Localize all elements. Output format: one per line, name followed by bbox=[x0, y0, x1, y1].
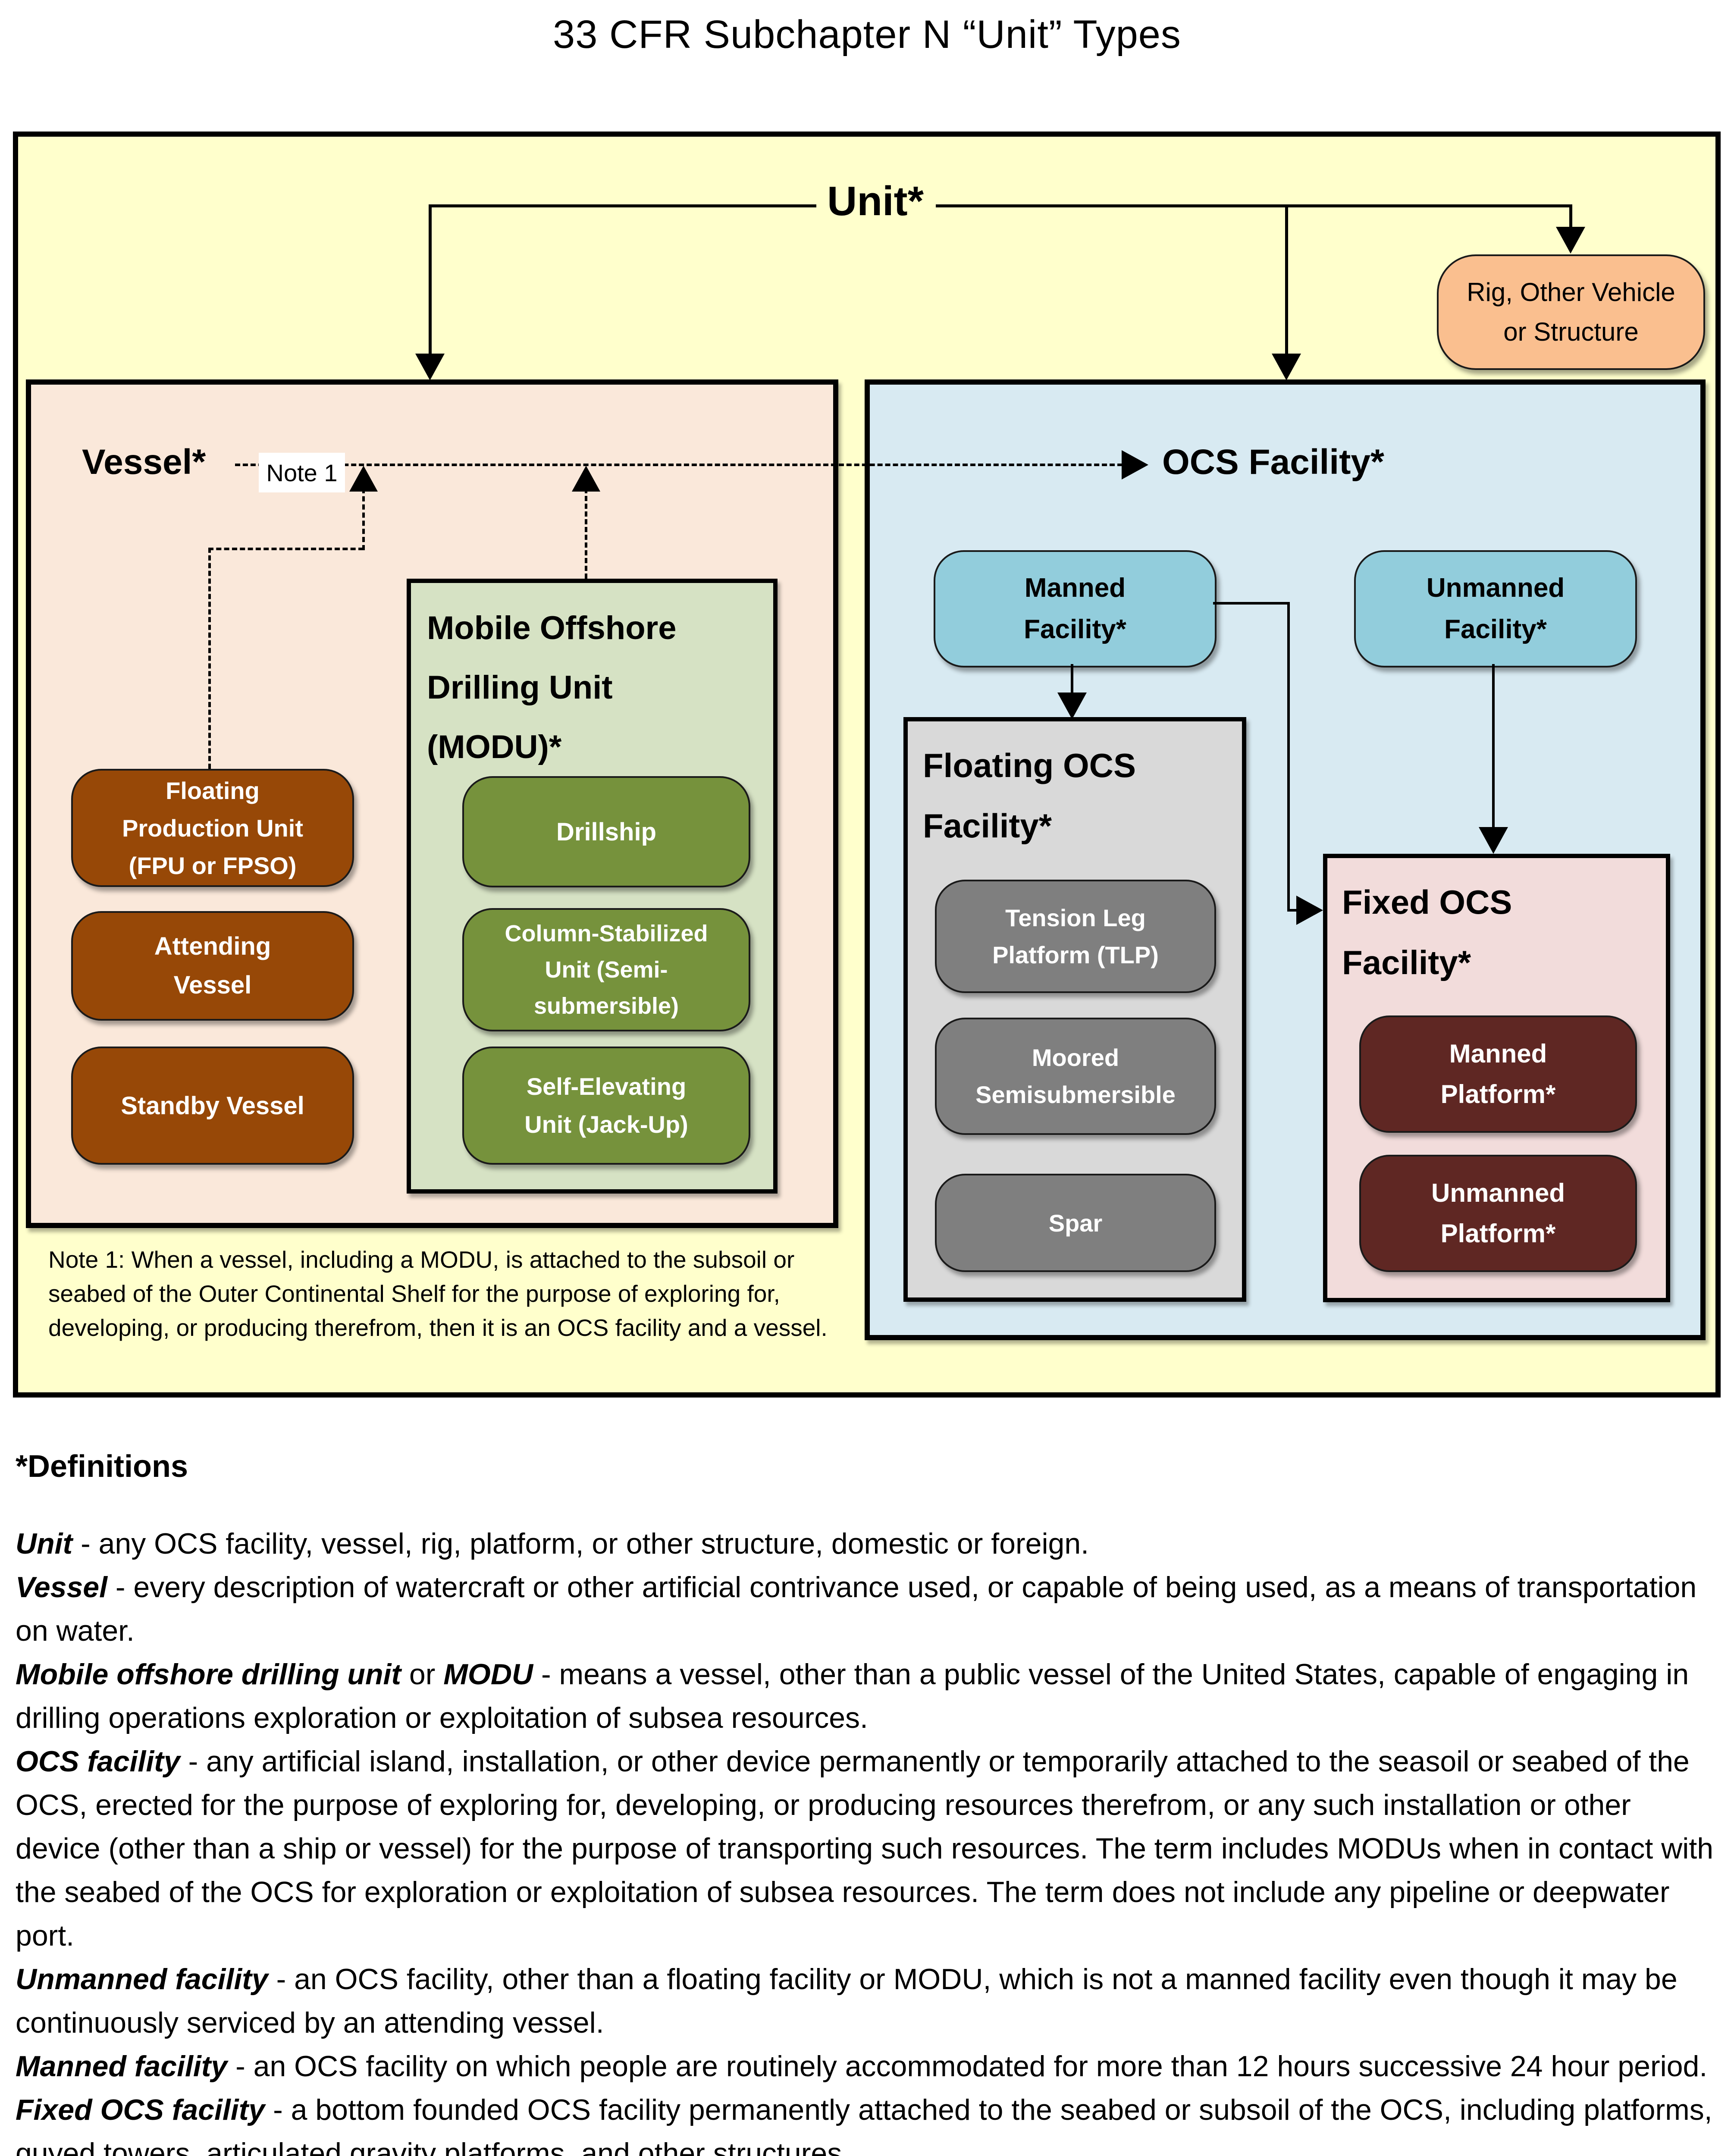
standby-vessel-node: Standby Vessel bbox=[71, 1047, 354, 1165]
arrowhead-right-icon bbox=[1296, 896, 1323, 925]
definition-item: Mobile offshore drilling unit or MODU - … bbox=[16, 1658, 1689, 1734]
connector-unit-vessel bbox=[429, 204, 432, 356]
connector-unit-left bbox=[430, 204, 816, 207]
rig-other-vehicle-node: Rig, Other Vehicle or Structure bbox=[1437, 254, 1705, 370]
definition-item: Unmanned facility - an OCS facility, oth… bbox=[16, 1963, 1678, 2039]
note1-text: Note 1: When a vessel, including a MODU,… bbox=[48, 1246, 828, 1341]
arrowhead-up-icon bbox=[349, 466, 378, 492]
arrowhead-right-icon bbox=[1122, 450, 1148, 479]
self-elevating-node: Self-Elevating Unit (Jack-Up) bbox=[462, 1047, 750, 1165]
connector-unit-right bbox=[936, 204, 1572, 207]
dashed-connector-fpu-c bbox=[208, 548, 211, 769]
definition-item: Fixed OCS facility - a bottom founded OC… bbox=[16, 2093, 1712, 2156]
definition-item: OCS facility - any artificial island, in… bbox=[16, 1745, 1714, 1952]
arrowhead-up-icon bbox=[572, 466, 600, 492]
manned-facility-node: Manned Facility* bbox=[934, 550, 1217, 667]
unmanned-platform-node: Unmanned Platform* bbox=[1359, 1155, 1637, 1272]
fpu-node: Floating Production Unit (FPU or FPSO) bbox=[71, 769, 354, 887]
definitions-list: Unit - any OCS facility, vessel, rig, pl… bbox=[16, 1522, 1719, 2156]
floating-ocs-label: Floating OCS Facility* bbox=[923, 746, 1136, 845]
connector-unmanned-fixed bbox=[1492, 664, 1495, 831]
arrowhead-down-icon bbox=[1057, 693, 1087, 719]
tension-leg-platform-node: Tension Leg Platform (TLP) bbox=[935, 880, 1216, 993]
connector-manned-floating bbox=[1071, 664, 1073, 697]
modu-label: Mobile Offshore Drilling Unit (MODU)* bbox=[427, 610, 677, 765]
attending-vessel-node: Attending Vessel bbox=[71, 911, 354, 1021]
vessel-label: Vessel* bbox=[82, 442, 206, 482]
definition-item: Unit - any OCS facility, vessel, rig, pl… bbox=[16, 1527, 1089, 1560]
moored-semisubmersible-node: Moored Semisubmersible bbox=[935, 1018, 1216, 1135]
spar-node: Spar bbox=[935, 1174, 1216, 1272]
definitions-heading: *Definitions bbox=[16, 1449, 188, 1484]
connector-manned-fixed-b bbox=[1287, 602, 1290, 911]
drillship-node: Drillship bbox=[462, 776, 750, 887]
note1-tag: Note 1 bbox=[259, 453, 345, 492]
connector-manned-fixed-a bbox=[1213, 602, 1290, 605]
dashed-connector-vessel-ocs bbox=[235, 464, 1123, 466]
definitions-section: *Definitions Unit - any OCS facility, ve… bbox=[16, 1449, 1719, 2156]
arrowhead-down-icon bbox=[415, 354, 445, 380]
page-title: 33 CFR Subchapter N “Unit” Types bbox=[553, 13, 1181, 56]
dashed-connector-fpu-a bbox=[362, 488, 365, 550]
column-stabilized-node: Column-Stabilized Unit (Semi- submersibl… bbox=[462, 908, 750, 1031]
arrowhead-down-icon bbox=[1272, 354, 1301, 380]
connector-unit-rig bbox=[1569, 204, 1572, 230]
ocs-facility-label: OCS Facility* bbox=[1162, 442, 1384, 482]
unit-node: Unit* bbox=[827, 178, 924, 224]
manned-platform-node: Manned Platform* bbox=[1359, 1015, 1637, 1133]
arrowhead-down-icon bbox=[1479, 827, 1508, 854]
dashed-connector-fpu-b bbox=[208, 548, 364, 550]
unmanned-facility-node: Unmanned Facility* bbox=[1354, 550, 1637, 667]
connector-unit-ocs bbox=[1285, 204, 1288, 356]
fixed-ocs-label: Fixed OCS Facility* bbox=[1342, 883, 1512, 981]
definition-item: Vessel - every description of watercraft… bbox=[16, 1571, 1697, 1647]
arrowhead-down-icon bbox=[1556, 227, 1585, 254]
definition-item: Manned facility - an OCS facility on whi… bbox=[16, 2050, 1708, 2083]
dashed-connector-modu bbox=[585, 488, 587, 579]
connector-manned-fixed-c bbox=[1287, 909, 1298, 912]
